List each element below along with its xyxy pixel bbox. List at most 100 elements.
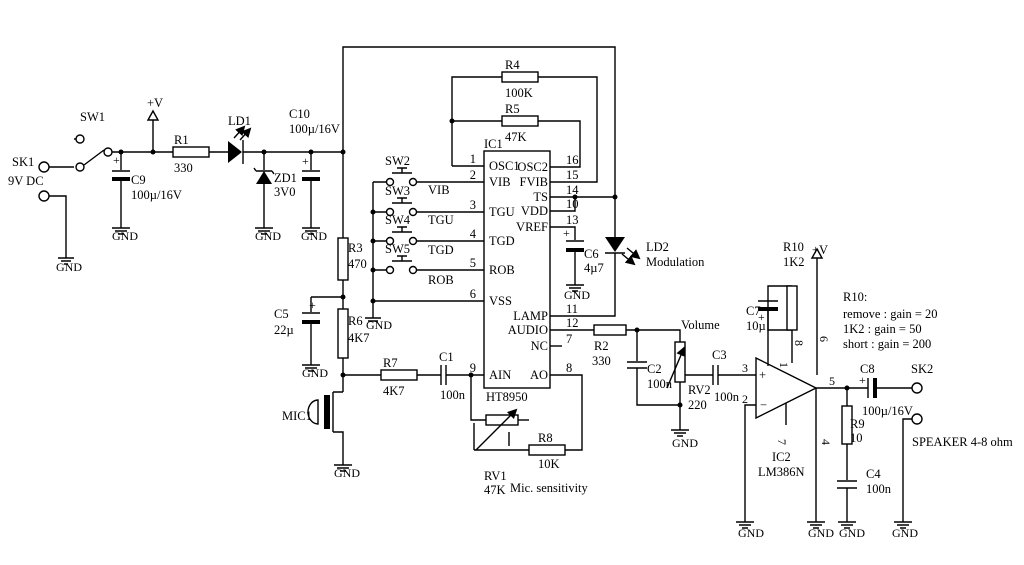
ic1-pin-name: FVIB [520, 175, 548, 189]
svg-text:+: + [563, 226, 570, 240]
ic1-pin-name: VDD [521, 204, 548, 218]
sw4-pushbutton: SW4 TGD [373, 213, 484, 257]
c8-label: C8 [860, 362, 875, 376]
sw1-label: SW1 [80, 110, 105, 124]
ic1-pin-number: 12 [566, 316, 579, 330]
r8-value: 10K [538, 457, 560, 471]
svg-text:+: + [302, 154, 309, 168]
ic1-pin-number: 11 [566, 302, 578, 316]
r8-resistor [528, 444, 566, 456]
sk1-terminal-a [38, 161, 50, 173]
r10-label: R10 [783, 240, 804, 254]
zd1-zener-icon [256, 171, 272, 184]
ic1-pin-number: 15 [566, 168, 579, 182]
gnd-switches-label: GND [366, 318, 392, 332]
svg-text:SW4: SW4 [385, 213, 411, 227]
ic1-pin-number: 14 [566, 183, 579, 197]
sw1-contact-1 [75, 134, 85, 144]
gnd-c4-label: GND [839, 526, 865, 540]
volume-label: Volume [681, 318, 720, 332]
ld1-led-icon [228, 141, 242, 163]
c10-value: 100µ/16V [289, 122, 340, 136]
ic1-pin-number: 8 [566, 361, 572, 375]
c4-value: 100n [866, 482, 892, 496]
ic1-pin-number: 3 [470, 198, 476, 212]
c2-value: 100n [647, 377, 673, 391]
ic1-pin-name: AO [530, 368, 548, 382]
svg-text:SW3: SW3 [385, 184, 410, 198]
ic2-plus-pin: + [759, 368, 766, 382]
ic2-minus-pin: − [760, 398, 767, 412]
svg-text:ROB: ROB [428, 273, 454, 287]
gnd-c6-label: GND [564, 288, 590, 302]
effect-switches: GND SW2 VIB SW3 TGU SW4 TGD SW5 ROB [365, 154, 484, 332]
c3-value: 100n [714, 390, 740, 404]
vplus-amp-arrow-icon [810, 247, 824, 259]
mic1-label: MIC1 [282, 409, 312, 423]
r7-value: 4K7 [383, 384, 405, 398]
r1-value: 330 [174, 161, 193, 175]
svg-text:+: + [309, 298, 316, 312]
ic1-pin-number: 16 [566, 153, 579, 167]
r1-resistor [172, 146, 210, 158]
gnd-zd1-label: GND [255, 229, 281, 243]
gnd-sk1-label: GND [56, 260, 82, 274]
ic1-pin-name: AIN [489, 368, 511, 382]
gain-note-3: short : gain = 200 [843, 337, 931, 351]
r3-resistor [337, 237, 349, 281]
zd1-label: ZD1 [274, 171, 297, 185]
c7-value: 10µ [746, 319, 766, 333]
svg-text:2: 2 [742, 392, 748, 406]
ic1-pin-name: OSC2 [517, 160, 548, 174]
vplus-arrow-icon [146, 109, 160, 121]
ic1-pin-number: 9 [470, 361, 476, 375]
rv1-value: 47K [484, 483, 506, 497]
r4-label: R4 [505, 58, 520, 72]
gain-note-2: 1K2 : gain = 50 [843, 322, 922, 336]
svg-text:SW2: SW2 [385, 154, 410, 168]
c3-label: C3 [712, 348, 727, 362]
c5-label: C5 [274, 307, 289, 321]
r3-label: R3 [348, 241, 363, 255]
sw1-contact-2 [75, 162, 85, 172]
sw1-lever [74, 138, 105, 166]
gnd-spk-label: GND [892, 526, 918, 540]
gnd-pin2-label: GND [738, 526, 764, 540]
sk2-terminal-a [911, 382, 923, 394]
ic2-ref: IC2 [772, 450, 791, 464]
sw1-contact-common [103, 147, 113, 157]
gnd-c9-label: GND [112, 229, 138, 243]
ic1-pin-number: 6 [470, 287, 476, 301]
rv2-label: RV2 [688, 383, 711, 397]
ic1-part: HT8950 [486, 390, 528, 404]
ic1-pin-number: 13 [566, 213, 579, 227]
ld2-description: Modulation [646, 255, 705, 269]
ic1-pin-number: 4 [470, 227, 477, 241]
svg-text:8: 8 [792, 340, 806, 346]
ld2-led-icon [605, 237, 625, 252]
ic1-pin-number: 2 [470, 168, 476, 182]
svg-text:4: 4 [819, 439, 833, 445]
c5-value: 22µ [274, 323, 294, 337]
ic1-ref: IC1 [484, 137, 503, 151]
r1-label: R1 [174, 133, 189, 147]
c6-label: C6 [584, 247, 599, 261]
sk1-label: SK1 [12, 155, 34, 169]
vplus-label: +V [147, 96, 163, 110]
svg-text:VIB: VIB [428, 183, 450, 197]
c9-label: C9 [131, 173, 146, 187]
svg-text:1: 1 [777, 362, 791, 368]
c9-plate [112, 177, 130, 181]
rv2-value: 220 [688, 398, 707, 412]
ic1-pin-name: VIB [489, 175, 511, 189]
ic1-pin-name: NC [531, 339, 548, 353]
microphone-icon [307, 399, 319, 425]
r9-value: 10 [850, 431, 863, 445]
r3-value: 470 [348, 257, 367, 271]
svg-text:TGD: TGD [428, 243, 454, 257]
r5-resistor [501, 115, 539, 127]
gnd-rv2-label: GND [672, 436, 698, 450]
ic1-pin-name: TGU [489, 205, 515, 219]
r2-label: R2 [594, 339, 609, 353]
